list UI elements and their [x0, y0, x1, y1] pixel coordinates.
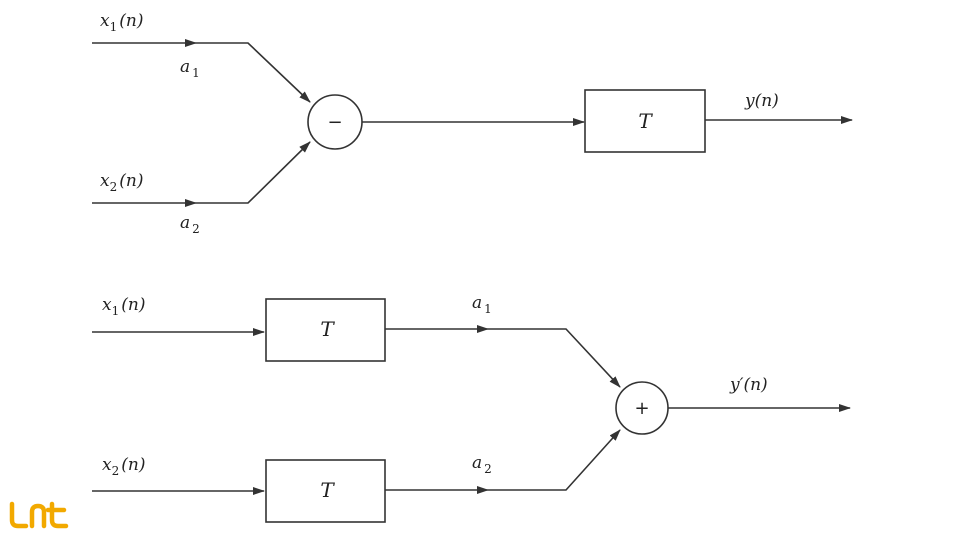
bottom-x2-label: x2(n): [102, 455, 145, 478]
top-operator: −: [327, 112, 342, 133]
bottom-block1-t: [265, 298, 386, 362]
top-x1-wire: [196, 42, 311, 103]
top-block-label: T: [638, 109, 653, 133]
bottom-output-label: y′(n): [729, 375, 768, 395]
bottom-a1-wire: [488, 328, 621, 388]
bottom-operator: +: [634, 398, 649, 419]
bottom-x1-label: x1(n): [102, 295, 145, 318]
top-block-t: [584, 89, 706, 153]
bottom-a2-wire: [488, 429, 621, 491]
bottom-block2-label: T: [320, 478, 335, 502]
top-x2-wire: [196, 141, 311, 204]
top-x2-label: x2(n): [100, 171, 143, 194]
top-x1-label: x1(n): [100, 11, 143, 34]
unt-logo-icon: [9, 501, 69, 529]
bottom-block1-label: T: [320, 317, 335, 341]
bottom-block2-t: [265, 459, 386, 523]
top-output-label: y(n): [744, 91, 779, 111]
